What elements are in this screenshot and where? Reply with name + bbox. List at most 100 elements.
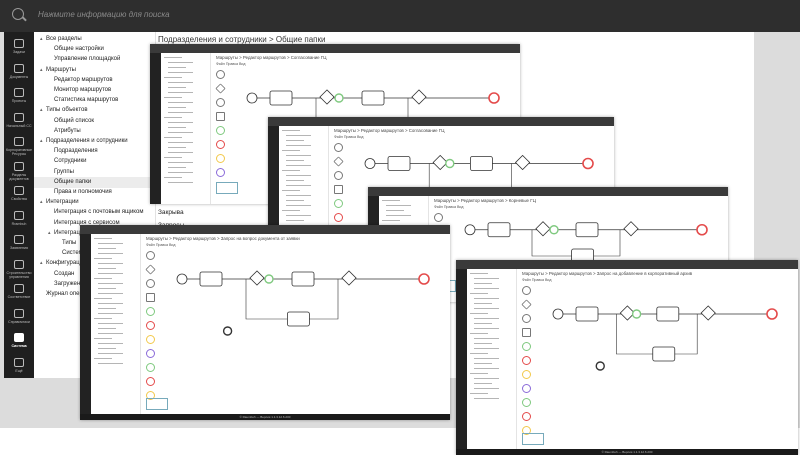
nav-item-7[interactable]: Rrambuh xyxy=(4,208,34,238)
palette-shape-icon[interactable] xyxy=(146,391,155,400)
palette-shape-icon[interactable] xyxy=(522,328,531,337)
palette-shape-icon[interactable] xyxy=(522,384,531,393)
palette-shape-icon[interactable] xyxy=(522,342,531,351)
tree-item[interactable]: Общие настройки xyxy=(34,44,104,55)
tree-item[interactable]: Сотрудники xyxy=(34,156,87,167)
tree-toggle-icon[interactable]: ▴ xyxy=(40,36,43,42)
tree-item[interactable]: ▴Интеграции xyxy=(34,197,79,208)
tree-item[interactable]: Общий список xyxy=(34,116,94,127)
nav-item-13[interactable]: Ещё xyxy=(4,355,34,385)
tree-item[interactable]: ▴Типы объектов xyxy=(34,105,88,116)
palette-shape-icon[interactable] xyxy=(334,171,343,180)
palette-shape-icon[interactable] xyxy=(216,70,225,79)
palette-shape-icon[interactable] xyxy=(333,156,344,167)
palette-shape-icon[interactable] xyxy=(434,213,443,222)
palette-shape-icon[interactable] xyxy=(146,293,155,302)
tree-item[interactable]: Создан xyxy=(34,269,74,280)
nav-item-5[interactable]: Разделы документов xyxy=(4,159,34,189)
tree-item[interactable]: ▴Все разделы xyxy=(34,34,82,45)
palette-shape-icon[interactable] xyxy=(216,126,225,135)
tree-item[interactable]: Интеграция с сервисом xyxy=(34,218,120,229)
palette-shape-icon[interactable] xyxy=(334,185,343,194)
palette-shape-icon[interactable] xyxy=(216,98,225,107)
nav-item-2[interactable]: Проекты xyxy=(4,85,34,115)
bpmn-diagram[interactable] xyxy=(170,249,440,404)
palette-shape-icon[interactable] xyxy=(216,140,225,149)
tree-item[interactable]: Систем xyxy=(34,248,83,259)
tree-item[interactable]: Группы xyxy=(34,167,74,178)
palette-shape-icon[interactable] xyxy=(145,264,156,275)
tree-item[interactable]: Подразделения xyxy=(34,146,98,157)
tree-item[interactable]: Статистика маршрутов xyxy=(34,95,118,106)
tree-toggle-icon[interactable]: ▴ xyxy=(40,107,43,114)
palette-shape-icon[interactable] xyxy=(522,370,531,379)
tree-item[interactable]: Права и полномочия xyxy=(34,187,112,198)
palette-shape-icon[interactable] xyxy=(334,143,343,152)
tree-item[interactable]: Загружен xyxy=(34,279,80,290)
tree-item[interactable]: Редактор маршрутов xyxy=(34,75,113,86)
tree-item[interactable]: ▴Маршруты xyxy=(34,65,76,76)
palette-shape-icon[interactable] xyxy=(216,168,225,177)
palette-shape-icon[interactable] xyxy=(216,154,225,163)
tree-line xyxy=(282,150,300,152)
palette-shape-icon[interactable] xyxy=(522,314,531,323)
palette-shape-icon[interactable] xyxy=(216,112,225,121)
palette-shape-icon[interactable] xyxy=(146,251,155,260)
tree-line xyxy=(168,127,186,129)
palette-shape-icon[interactable] xyxy=(146,321,155,330)
minimap xyxy=(146,398,168,410)
palette-shape-icon[interactable] xyxy=(334,199,343,208)
tree-line xyxy=(168,167,186,169)
palette-shape-icon[interactable] xyxy=(521,299,532,310)
tree-item-label: Общий список xyxy=(54,117,95,124)
nav-item-3[interactable]: Начальный СС xyxy=(4,110,34,140)
tree-toggle-icon[interactable]: ▴ xyxy=(40,66,43,73)
tree-item[interactable]: Монитор маршрутов xyxy=(34,85,111,96)
tree-toggle-icon[interactable]: ▴ xyxy=(40,199,43,206)
tree-item[interactable]: ▴Интеграция с BIM xyxy=(34,228,104,239)
palette-shape-icon[interactable] xyxy=(522,398,531,407)
tree-item[interactable]: ▴Конфигурац xyxy=(34,258,80,269)
palette-shape-icon[interactable] xyxy=(215,83,226,94)
palette-shape-icon[interactable] xyxy=(146,307,155,316)
nav-item-6[interactable]: Свойства xyxy=(4,183,34,213)
tree-item[interactable]: Интеграция с почтовым ящиком xyxy=(34,207,143,218)
nav-item-10[interactable]: Соответствие xyxy=(4,281,34,311)
palette-shape-icon[interactable] xyxy=(146,279,155,288)
nav-item-1[interactable]: Документы xyxy=(4,61,34,91)
nav-item-4[interactable]: Корпоративные Ресурсы xyxy=(4,134,34,164)
tree-item-label: Интеграция с почтовым ящиком xyxy=(54,209,144,216)
tree-item[interactable]: Управление площадкой xyxy=(34,54,120,65)
search-input[interactable]: Нажмите информацию для поиска xyxy=(38,10,170,19)
tree-line xyxy=(98,303,123,305)
nav-item-12[interactable]: Система xyxy=(4,330,34,360)
palette-shape-icon[interactable] xyxy=(334,213,343,222)
nav-item-8[interactable]: Заявления xyxy=(4,232,34,262)
tree-item[interactable]: Типы xyxy=(34,238,76,249)
tree-toggle-icon[interactable]: ▴ xyxy=(48,229,51,236)
nav-item-11[interactable]: Справочники xyxy=(4,306,34,336)
nav-item-9[interactable]: Строительство управления xyxy=(4,257,34,287)
tree-item[interactable]: Атрибуты xyxy=(34,126,81,137)
route-editor-screenshot-3: Маршруты > Редактор маршрутов > Запрос н… xyxy=(80,225,450,420)
tree-item[interactable]: Общие папки xyxy=(34,176,156,188)
nav-item-0[interactable]: Задачи xyxy=(4,36,34,66)
palette-shape-icon[interactable] xyxy=(146,377,155,386)
palette-shape-icon[interactable] xyxy=(146,335,155,344)
home-icon xyxy=(14,112,24,122)
bpmn-diagram[interactable] xyxy=(546,284,788,439)
palette-shape-icon[interactable] xyxy=(146,349,155,358)
palette-shape-icon[interactable] xyxy=(522,356,531,365)
search-icon[interactable] xyxy=(12,8,24,20)
tree-toggle-icon[interactable]: ▴ xyxy=(40,260,43,267)
bpmn-diagram[interactable] xyxy=(458,211,718,286)
tree-item[interactable]: Журнал опер xyxy=(34,289,83,300)
tree-line xyxy=(286,205,311,207)
palette-shape-icon[interactable] xyxy=(522,286,531,295)
tree-line xyxy=(164,157,182,159)
folder-row[interactable]: Закрыва xyxy=(158,208,184,216)
palette-shape-icon[interactable] xyxy=(146,363,155,372)
tree-item[interactable]: ▴Подразделения и сотрудники xyxy=(34,136,128,147)
tree-toggle-icon[interactable]: ▴ xyxy=(40,138,43,144)
palette-shape-icon[interactable] xyxy=(522,412,531,421)
